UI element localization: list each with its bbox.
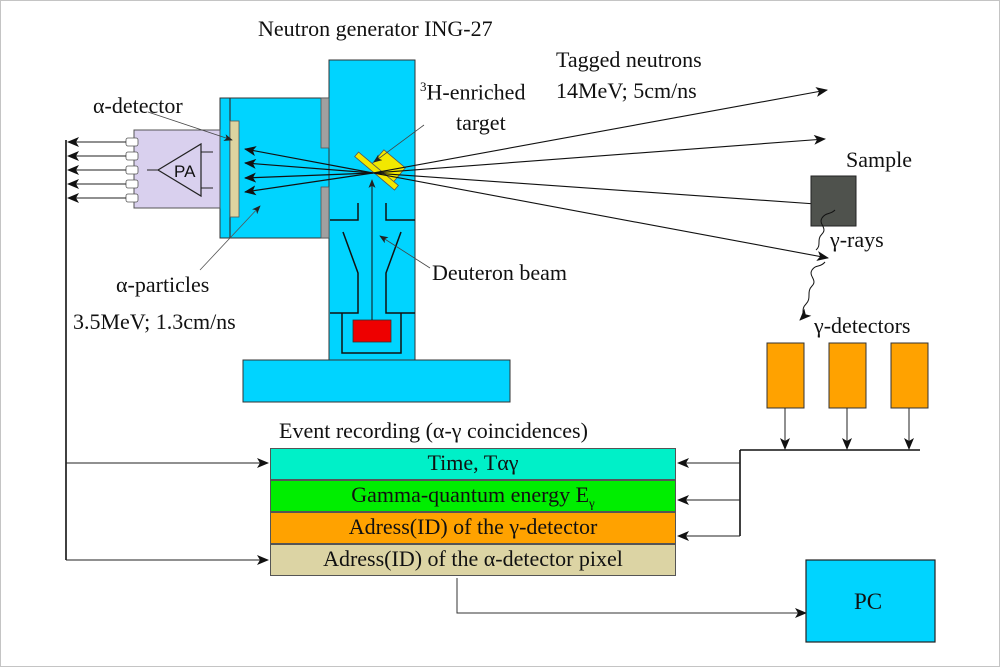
gamma-detectors-label: γ-detectors [814, 313, 911, 338]
pc-box [805, 559, 936, 643]
alpha-particles-energy-label: 3.5MeV; 1.3cm/ns [73, 309, 236, 334]
connector-icon [125, 193, 139, 203]
target-label: 3H-enriched [420, 80, 525, 103]
alpha-detector-strip [229, 120, 240, 218]
record-row-time-label: Time, Tαγ [427, 450, 519, 475]
ion-source [352, 319, 392, 343]
tagged-neutron-arrows [372, 87, 831, 261]
gamma-detectors [766, 342, 929, 450]
recording-to-pc-line [456, 578, 807, 618]
record-row-alpha-id: Adress(ID) of the α-detector pixel [270, 544, 676, 576]
target-superscript: 3 [420, 79, 427, 94]
target-label-line1: H-enriched [426, 79, 526, 105]
target-label-line2: target [456, 110, 506, 135]
connector-icon [125, 165, 139, 175]
tagged-neutrons-energy-label: 14MeV; 5cm/ns [556, 78, 697, 103]
sample-label: Sample [846, 147, 912, 172]
alpha-particles-label: α-particles [116, 272, 210, 297]
record-row-gamma-id-label: Adress(ID) of the γ-detector [348, 514, 598, 539]
sample-block [810, 175, 857, 227]
deuteron-beam-label: Deuteron beam [432, 260, 567, 285]
generator-title: Neutron generator ING-27 [258, 16, 493, 41]
preamp-label: PA [174, 162, 196, 181]
generator-base [242, 359, 511, 403]
event-recording-title: Event recording (α-γ coincidences) [279, 418, 588, 443]
alpha-particles-leader [199, 205, 261, 271]
alpha-detector-leader [147, 111, 233, 141]
accelerator-structure [330, 203, 415, 354]
record-row-energy-label: Gamma-quantum energy E [351, 482, 590, 507]
gamma-ray-wave-icon [799, 261, 826, 321]
tagged-neutrons-label: Tagged neutrons [556, 47, 702, 72]
preamp-connectors [67, 137, 139, 203]
aperture-bottom [320, 186, 330, 239]
alpha-particle-arrows [244, 146, 374, 196]
pc-label: PC [854, 589, 883, 614]
preamp-triangle-icon [156, 142, 202, 198]
record-row-gamma-id: Adress(ID) of the γ-detector [270, 512, 676, 544]
record-row-energy-subscript: γ [589, 495, 595, 511]
connector-icon [125, 137, 139, 147]
aperture-top [320, 97, 330, 149]
record-row-time: Time, Tαγ [270, 448, 676, 480]
alpha-detector-label: α-detector [93, 93, 183, 118]
target-leader [373, 124, 425, 163]
record-row-alpha-id-label: Adress(ID) of the α-detector pixel [323, 546, 623, 571]
preamp-box [133, 129, 221, 209]
gamma-detector [766, 342, 805, 409]
gamma-rays-label: γ-rays [830, 227, 884, 252]
gamma-ray-wave-icon [815, 209, 836, 251]
connector-icon [125, 179, 139, 189]
gamma-detector [890, 342, 929, 409]
connector-icon [125, 151, 139, 161]
record-row-energy: Gamma-quantum energy Eγ [270, 480, 676, 512]
gamma-detector [828, 342, 867, 409]
deuteron-beam-leader [379, 235, 431, 269]
